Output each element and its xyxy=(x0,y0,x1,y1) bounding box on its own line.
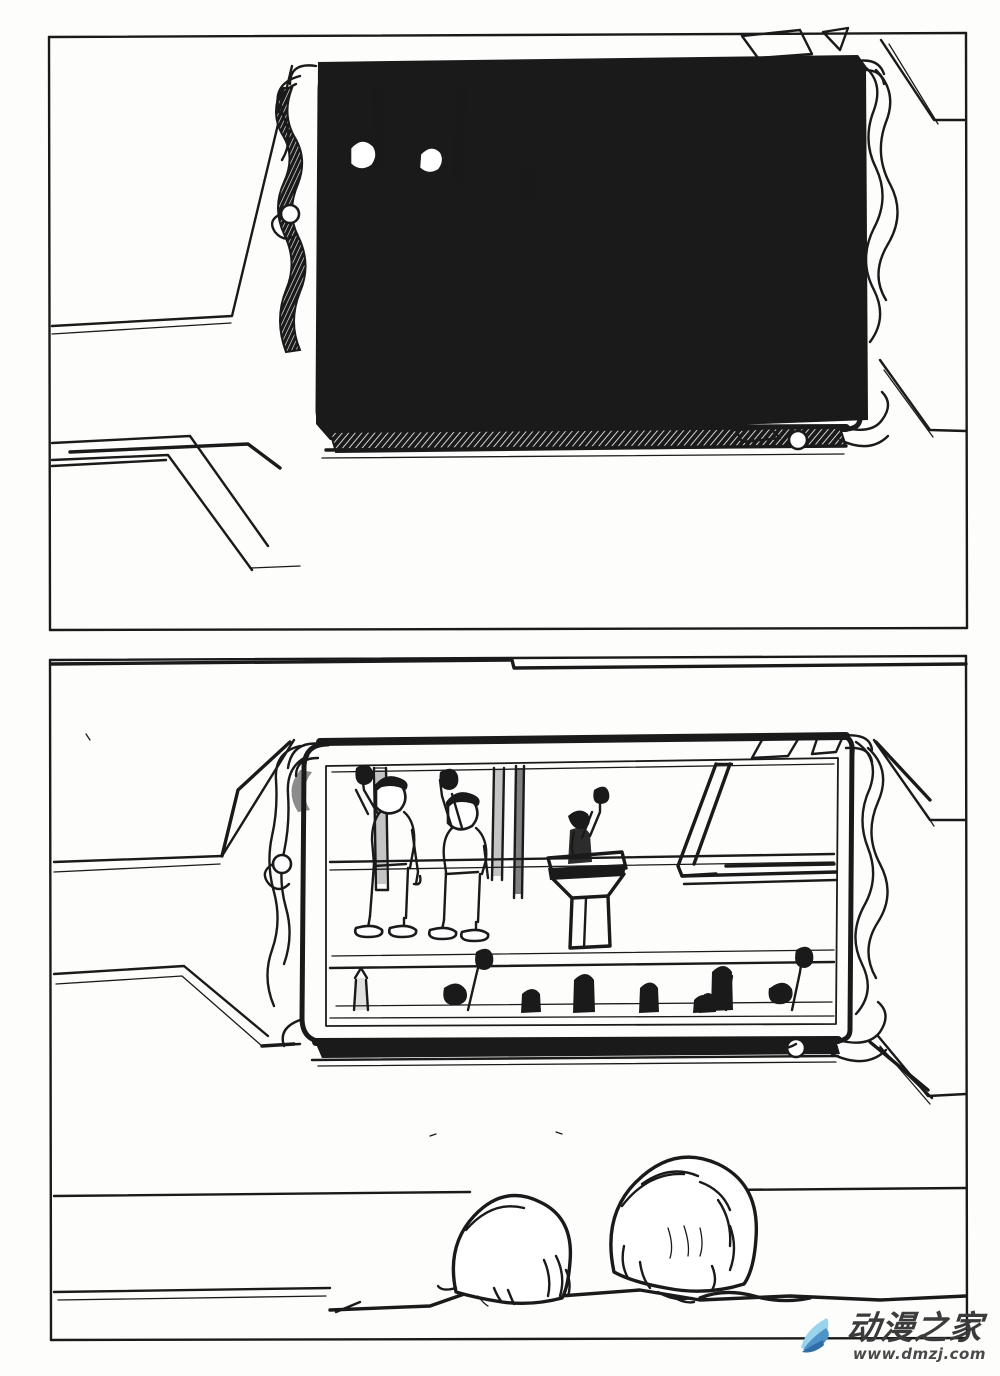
panel-1-wall-lines xyxy=(50,26,968,572)
panel-1-standing-figure-a xyxy=(326,108,393,288)
panel-1-screen-content xyxy=(320,84,847,418)
panel-2-podium xyxy=(546,786,628,950)
panel-2-vent-slots xyxy=(750,732,846,760)
panel-2-standing-figure-a xyxy=(353,764,422,939)
panel-2-stray-marks xyxy=(85,733,563,1137)
panel-2-poles xyxy=(372,762,838,900)
panel-2-bezel-bottom-shadow xyxy=(310,1040,840,1067)
panel-2-left-cable xyxy=(263,742,324,1048)
panel-1-standing-figure-b xyxy=(399,119,457,275)
panel-1-crowd xyxy=(320,312,811,418)
panel-2-outer-frame xyxy=(220,740,934,1100)
panel-2-standing-figure-b xyxy=(427,768,490,943)
panel-2-right-cable xyxy=(760,734,889,1063)
panel-2-screen-bezel xyxy=(299,732,855,1046)
panel-2-screen-content xyxy=(328,762,838,1013)
panel-2-foreground-viewers xyxy=(328,1155,968,1314)
panel-1-left-cable xyxy=(270,64,318,354)
panel-1-right-cable xyxy=(734,59,899,451)
panel-1-foreground-ledge xyxy=(50,442,282,470)
panel-2-foreground-room xyxy=(52,1186,968,1301)
panel-2-crowd xyxy=(352,946,814,1013)
panel-2-border xyxy=(48,654,969,1342)
panel-1-bezel-bottom-shadow xyxy=(321,426,848,459)
panel-1-border xyxy=(47,31,969,632)
panel-1-podium xyxy=(514,145,618,298)
